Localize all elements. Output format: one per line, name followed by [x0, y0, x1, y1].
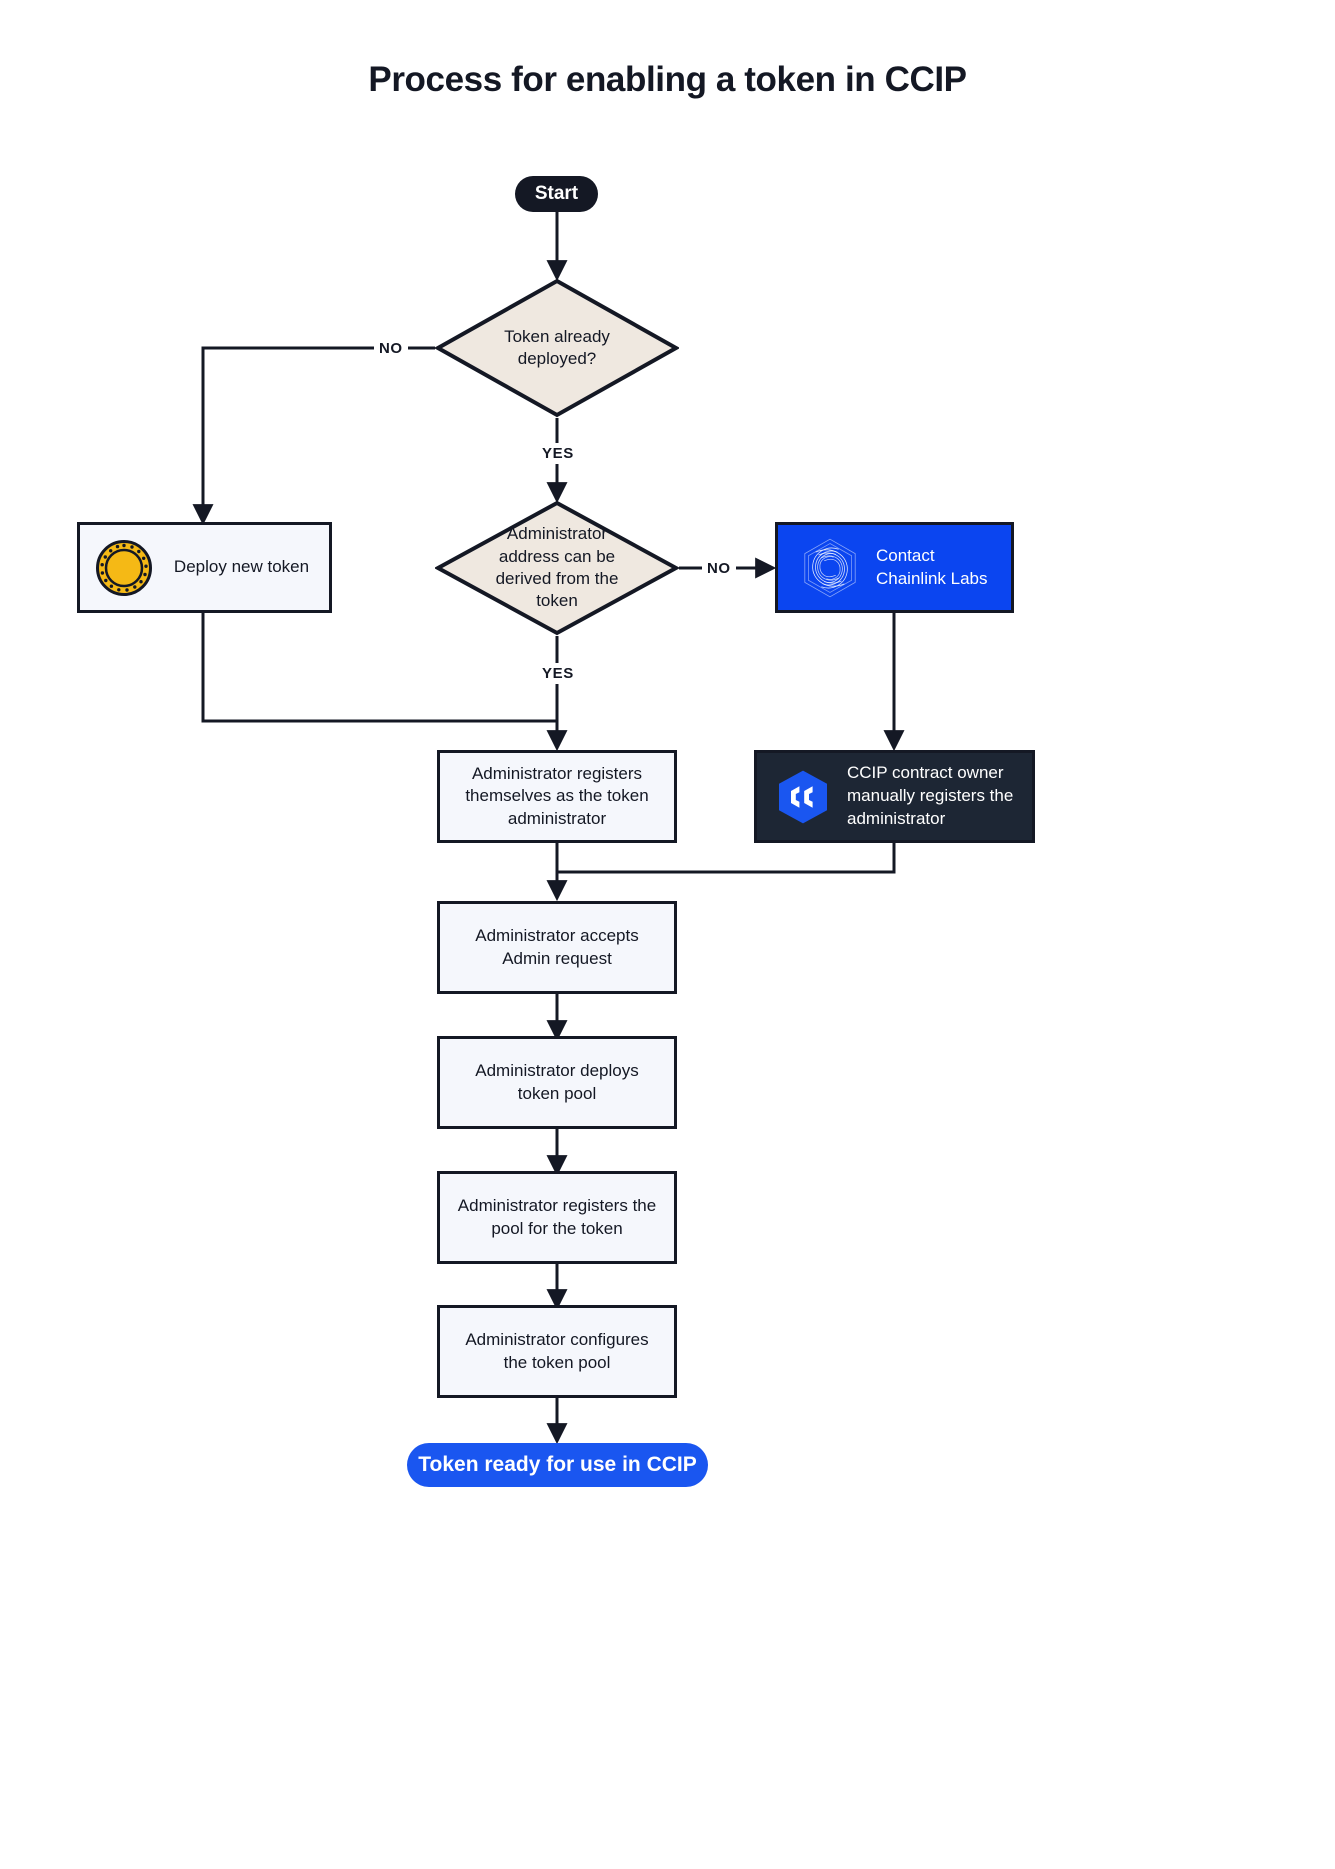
node-admin-configures-pool[interactable]: Administrator configures the token pool [437, 1305, 677, 1398]
node-start[interactable]: Start [515, 176, 598, 212]
node-ccip-owner-registers[interactable]: CCIP contract owner manually registers t… [754, 750, 1035, 843]
coin-icon [96, 539, 152, 596]
node-start-label: Start [534, 183, 579, 204]
node-ccip-owner-registers-label: CCIP contract owner manually registers t… [847, 763, 1014, 828]
edge-label-yes-admin-derived: YES [537, 663, 579, 684]
node-decision-token-deployed-label: Token already deployed? [504, 326, 610, 368]
diamond-shape-icon [435, 500, 679, 636]
edge-label-no-token-deployed: NO [374, 338, 408, 359]
node-deploy-new-token-label: Deploy new token [173, 557, 310, 577]
edge-label-no-admin-derived: NO [702, 558, 736, 579]
page-title: Process for enabling a token in CCIP [368, 60, 967, 99]
node-deploy-new-token[interactable]: Deploy new token [77, 522, 332, 613]
ccip-logo-icon [779, 770, 827, 823]
chainlink-logo-icon [804, 538, 856, 597]
node-end[interactable]: Token ready for use in CCIP [407, 1443, 708, 1487]
edge-label-yes-token-deployed: YES [537, 443, 579, 464]
node-admin-registers-self[interactable]: Administrator registers themselves as th… [437, 750, 677, 843]
node-admin-accepts-request-label: Administrator accepts Admin request [475, 926, 639, 968]
node-contact-chainlink-labs[interactable]: Contact Chainlink Labs [775, 522, 1014, 613]
node-admin-deploys-pool-label: Administrator deploys token pool [475, 1061, 639, 1103]
node-decision-token-deployed[interactable]: Token already deployed? [435, 278, 679, 418]
diamond-shape-icon [435, 278, 679, 418]
node-decision-admin-derived-label: Administrator address can be derived fro… [495, 524, 619, 611]
node-admin-registers-pool[interactable]: Administrator registers the pool for the… [437, 1171, 677, 1264]
node-admin-registers-pool-label: Administrator registers the pool for the… [457, 1196, 657, 1238]
node-admin-configures-pool-label: Administrator configures the token pool [465, 1330, 649, 1372]
node-contact-chainlink-labs-label: Contact Chainlink Labs [876, 545, 988, 588]
node-admin-accepts-request[interactable]: Administrator accepts Admin request [437, 901, 677, 994]
node-admin-registers-self-label: Administrator registers themselves as th… [465, 763, 649, 828]
node-decision-admin-derived[interactable]: Administrator address can be derived fro… [435, 500, 679, 636]
node-admin-deploys-pool[interactable]: Administrator deploys token pool [437, 1036, 677, 1129]
node-end-label: Token ready for use in CCIP [418, 1453, 697, 1476]
